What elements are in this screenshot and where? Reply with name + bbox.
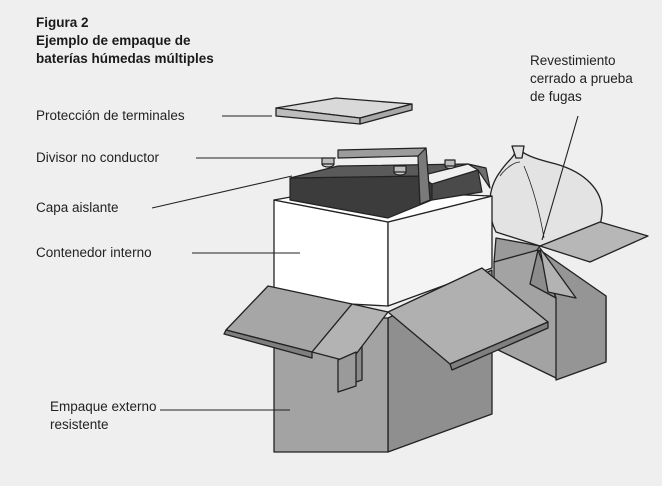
label-outer-packaging: Empaque externo resistente — [50, 399, 157, 432]
figure-title: Ejemplo de empaque de baterías húmedas m… — [36, 33, 214, 66]
liner-tie — [511, 145, 525, 159]
box-flaps — [223, 267, 549, 393]
label-inner-container: Contenedor interno — [36, 245, 152, 260]
label-non-conductive-divider: Divisor no conductor — [36, 150, 160, 165]
leader-liner — [541, 115, 579, 241]
figure-number: Figura 2 — [36, 15, 89, 30]
figure-heading: Figura 2 Ejemplo de empaque de baterías … — [36, 14, 246, 68]
label-leakproof-liner: Revestimiento cerrado a prueba de fugas — [530, 53, 633, 104]
terminal-protection-lid — [275, 97, 413, 125]
label-terminal-protection: Protección de terminales — [36, 108, 185, 123]
label-insulating-layer: Capa aislante — [36, 200, 119, 215]
leader-lines — [151, 115, 579, 411]
second-box — [488, 145, 649, 381]
leader-insulating-layer — [151, 175, 293, 209]
non-conductive-divider — [337, 147, 431, 205]
